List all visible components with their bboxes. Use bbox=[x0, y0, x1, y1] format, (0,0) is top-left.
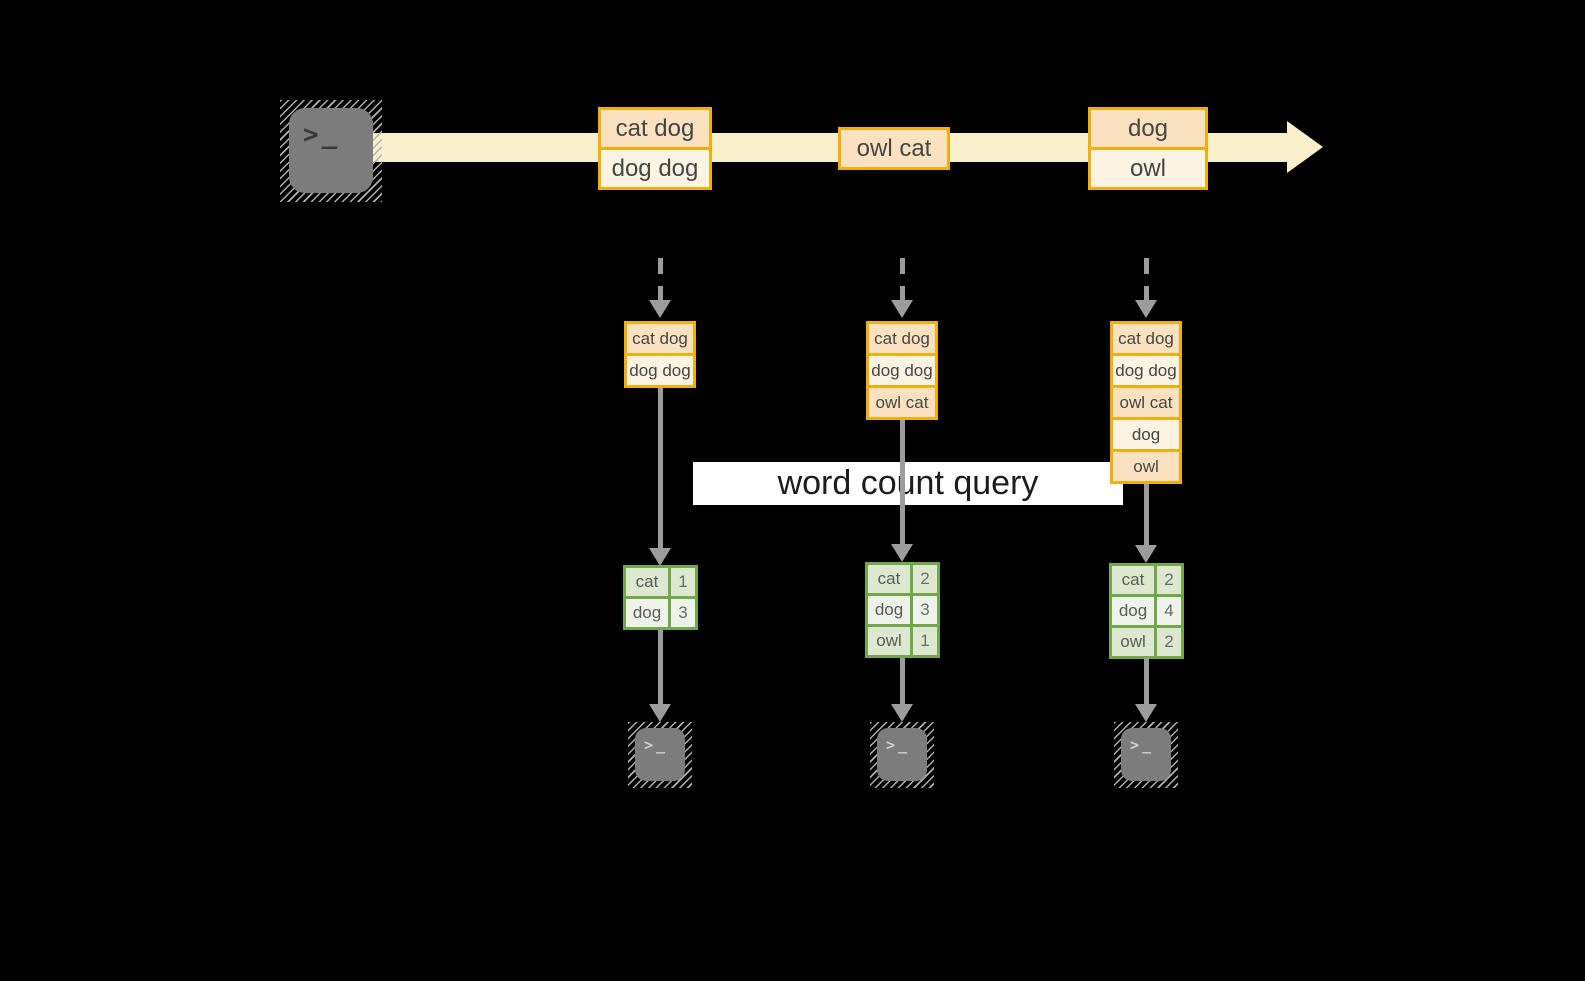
terminal-icon: >_ bbox=[1114, 722, 1178, 788]
flow-arrow-head-icon bbox=[649, 704, 671, 722]
flow-arrow-line bbox=[658, 388, 663, 548]
count-cell: 4 bbox=[1154, 597, 1181, 625]
buffer-row: cat dog bbox=[1113, 324, 1179, 353]
flow-arrow-line bbox=[900, 420, 905, 544]
word-cell: dog bbox=[626, 599, 668, 627]
table-row: owl 1 bbox=[868, 624, 937, 655]
query-banner-label: word count query bbox=[777, 464, 1039, 502]
flow-arrow-head-icon bbox=[1135, 545, 1157, 563]
stream-event-row: owl bbox=[1091, 147, 1205, 187]
count-cell: 2 bbox=[1154, 566, 1181, 594]
count-cell: 3 bbox=[668, 599, 695, 627]
stream-event-1: cat dog dog dog bbox=[598, 107, 712, 190]
flow-arrow-line bbox=[1144, 484, 1149, 545]
event-buffer-3: cat dog dog dog owl cat dog owl bbox=[1110, 321, 1182, 484]
stream-event-row: cat dog bbox=[601, 110, 709, 147]
count-cell: 2 bbox=[1154, 628, 1181, 656]
dashed-arrow-line bbox=[658, 258, 663, 300]
terminal-icon: >_ bbox=[280, 100, 382, 202]
terminal-screen: >_ bbox=[289, 108, 373, 193]
flow-arrow-line bbox=[658, 630, 663, 704]
count-table-3: cat 2 dog 4 owl 2 bbox=[1109, 563, 1184, 659]
dashed-arrow-line bbox=[1144, 258, 1149, 300]
dashed-arrow-head-icon bbox=[1135, 300, 1157, 318]
terminal-prompt-glyph: >_ bbox=[886, 736, 911, 754]
buffer-row: dog dog bbox=[627, 353, 693, 385]
count-table-2: cat 2 dog 3 owl 1 bbox=[865, 562, 940, 658]
count-cell: 3 bbox=[910, 596, 937, 624]
buffer-row: cat dog bbox=[627, 324, 693, 353]
stream-event-2: owl cat bbox=[838, 127, 950, 170]
count-cell: 1 bbox=[668, 568, 695, 596]
word-cell: cat bbox=[868, 565, 910, 593]
count-table-1: cat 1 dog 3 bbox=[623, 565, 698, 630]
table-row: cat 2 bbox=[868, 565, 937, 593]
dashed-arrow-head-icon bbox=[649, 300, 671, 318]
word-cell: dog bbox=[1112, 597, 1154, 625]
buffer-row: owl bbox=[1113, 449, 1179, 481]
flow-arrow-line bbox=[900, 658, 905, 704]
buffer-row: dog dog bbox=[869, 353, 935, 385]
terminal-screen: >_ bbox=[1121, 728, 1171, 781]
event-buffer-2: cat dog dog dog owl cat bbox=[866, 321, 938, 420]
buffer-row: dog bbox=[1113, 417, 1179, 449]
word-cell: owl bbox=[868, 627, 910, 655]
table-row: cat 2 bbox=[1112, 566, 1181, 594]
buffer-row: dog dog bbox=[1113, 353, 1179, 385]
count-cell: 2 bbox=[910, 565, 937, 593]
stream-event-3: dog owl bbox=[1088, 107, 1208, 190]
buffer-row: owl cat bbox=[1113, 385, 1179, 417]
count-cell: 1 bbox=[910, 627, 937, 655]
word-cell: cat bbox=[626, 568, 668, 596]
terminal-icon: >_ bbox=[628, 722, 692, 788]
buffer-row: cat dog bbox=[869, 324, 935, 353]
stream-event-row: owl cat bbox=[841, 130, 947, 167]
terminal-prompt-glyph: >_ bbox=[644, 736, 669, 754]
flow-arrow-head-icon bbox=[649, 548, 671, 566]
dashed-arrow-line bbox=[900, 258, 905, 300]
query-banner: word count query bbox=[693, 462, 1123, 505]
event-buffer-1: cat dog dog dog bbox=[624, 321, 696, 388]
terminal-icon: >_ bbox=[870, 722, 934, 788]
table-row: owl 2 bbox=[1112, 625, 1181, 656]
word-cell: owl bbox=[1112, 628, 1154, 656]
terminal-screen: >_ bbox=[877, 728, 927, 781]
flow-arrow-line bbox=[1144, 658, 1149, 704]
flow-arrow-head-icon bbox=[891, 544, 913, 562]
table-row: cat 1 bbox=[626, 568, 695, 596]
stream-event-row: dog bbox=[1091, 110, 1205, 147]
stream-event-row: dog dog bbox=[601, 147, 709, 187]
buffer-row: owl cat bbox=[869, 385, 935, 417]
stream-arrow-icon bbox=[1287, 121, 1323, 173]
dashed-arrow-head-icon bbox=[891, 300, 913, 318]
word-cell: dog bbox=[868, 596, 910, 624]
table-row: dog 3 bbox=[626, 596, 695, 627]
table-row: dog 4 bbox=[1112, 594, 1181, 625]
terminal-prompt-glyph: >_ bbox=[1130, 736, 1155, 754]
terminal-prompt-glyph: >_ bbox=[303, 120, 341, 150]
flow-arrow-head-icon bbox=[1135, 704, 1157, 722]
terminal-screen: >_ bbox=[635, 728, 685, 781]
word-cell: cat bbox=[1112, 566, 1154, 594]
table-row: dog 3 bbox=[868, 593, 937, 624]
flow-arrow-head-icon bbox=[891, 704, 913, 722]
